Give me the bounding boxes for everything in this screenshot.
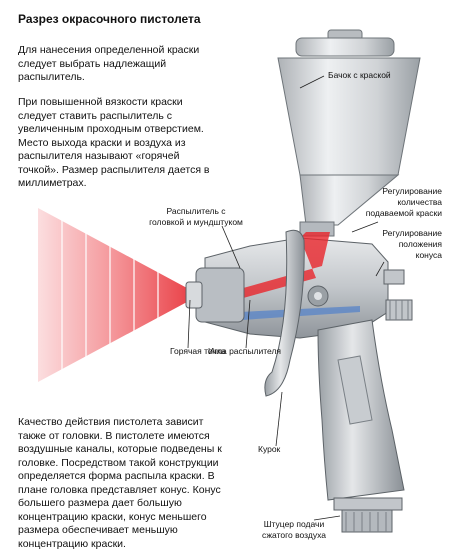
label-air-fitting: Штуцер подачи сжатого воздуха: [262, 519, 326, 540]
page-title: Разрез окрасочного пистолета: [18, 12, 201, 26]
label-paint-cup: Бачок с краской: [328, 70, 391, 80]
label-paint-flow: Регулирование количества подаваемой крас…: [365, 186, 442, 218]
trigger: [264, 229, 305, 397]
intro-paragraph-2: При повышенной вязкости краски следует с…: [18, 96, 210, 189]
label-hot-spot: Горячая точка: [170, 346, 226, 356]
paint-cup: [277, 29, 421, 237]
intro-paragraph-1: Для нанесения определенной краски следуе…: [18, 44, 200, 83]
label-cone-adjust: Регулирование положения конуса: [382, 228, 442, 260]
label-nozzle-head: Распылитель с головкой и мундштуком: [149, 206, 243, 227]
spray-cone-illustration: [38, 208, 200, 382]
bottom-paragraph: Качество действия пистолета зависит такж…: [18, 416, 222, 550]
air-fitting: [333, 497, 403, 533]
label-needle: Игла распылителя: [208, 346, 282, 356]
label-trigger: Курок: [258, 444, 281, 454]
